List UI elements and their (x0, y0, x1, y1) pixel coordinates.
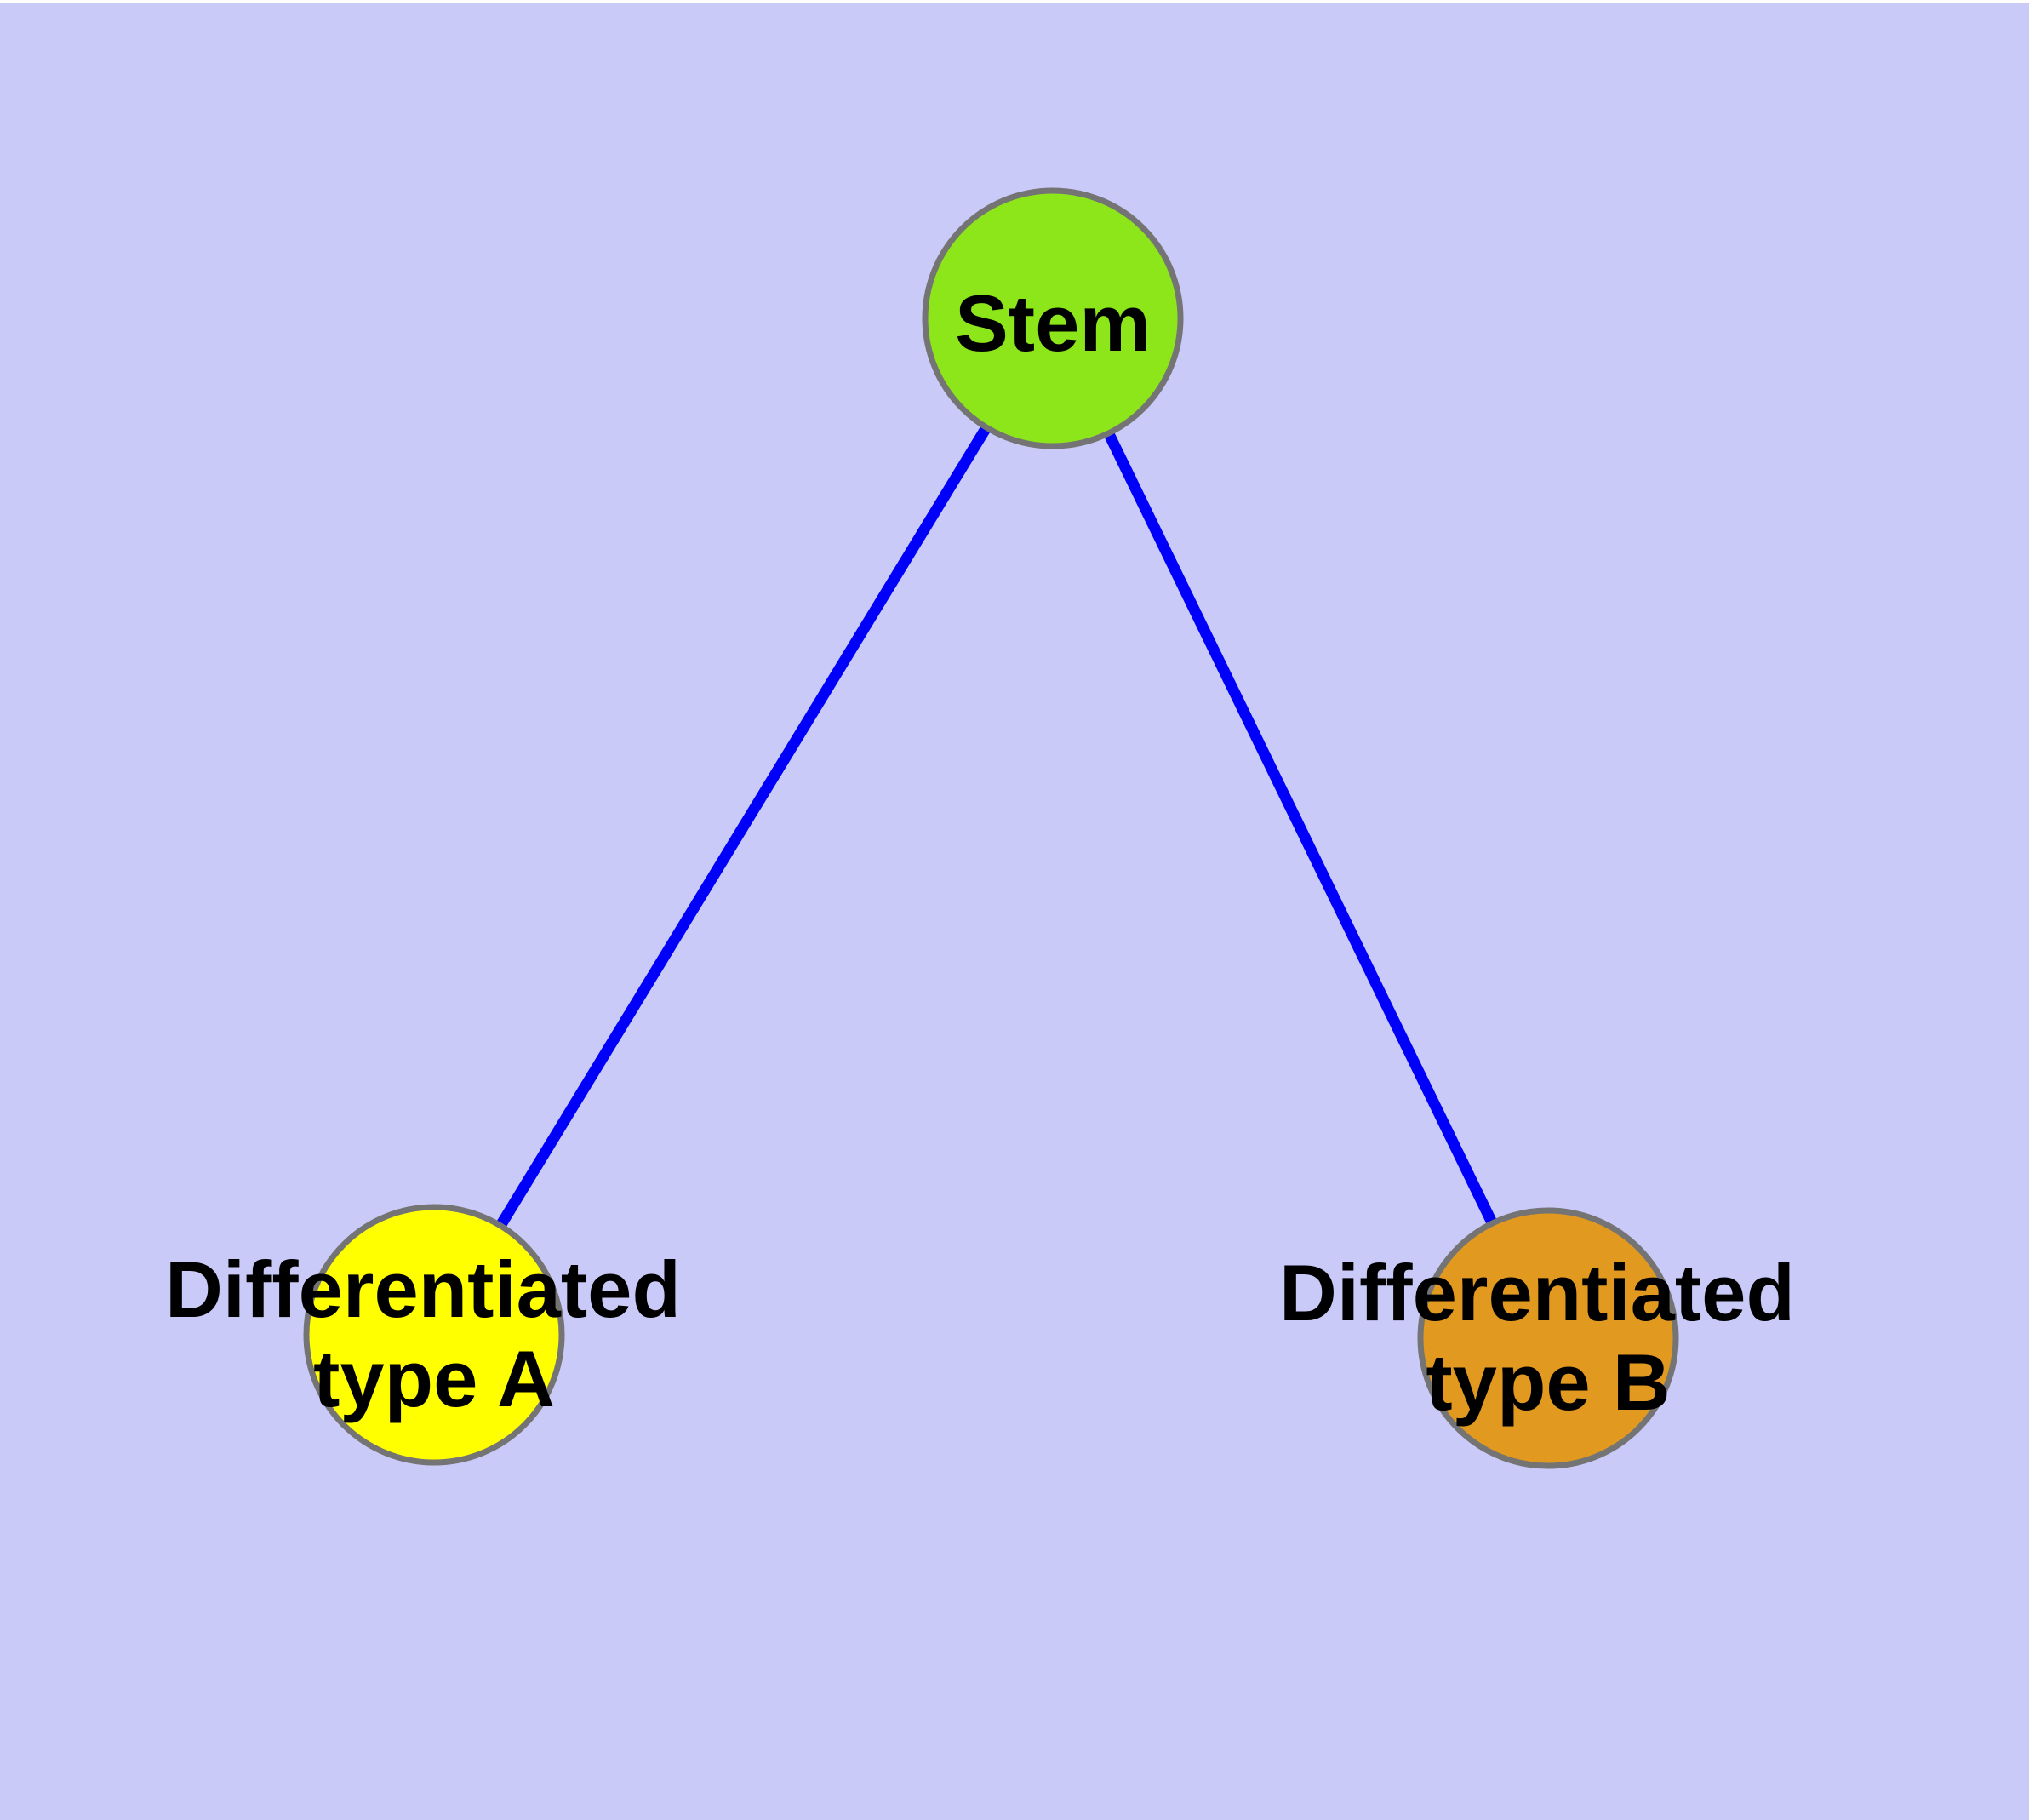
edge-stem-to-type-a (429, 315, 1058, 1338)
edge-stem-to-type-b (1048, 316, 1553, 1341)
node-type-b-label-line-2: type B (1426, 1337, 1670, 1427)
node-type-a-label-line-2: type A (313, 1334, 555, 1423)
node-stem-label: Stem (955, 278, 1151, 368)
node-layer (303, 187, 1679, 1469)
node-type-a-label-line-1: Differentiated (165, 1245, 681, 1334)
edge-layer (429, 315, 1553, 1341)
node-type-b-label: Differentiated type B (1279, 1248, 1817, 1427)
node-type-b-circle (1417, 1207, 1679, 1469)
top-white-strip (0, 0, 2029, 3)
node-stem-circle (922, 187, 1184, 449)
label-layer: Stem Differentiated type A Differentiate… (165, 278, 1817, 1427)
node-type-a-label: Differentiated type A (165, 1245, 703, 1423)
node-type-b-label-line-1: Differentiated (1279, 1248, 1795, 1337)
node-type-a-circle (303, 1204, 565, 1466)
